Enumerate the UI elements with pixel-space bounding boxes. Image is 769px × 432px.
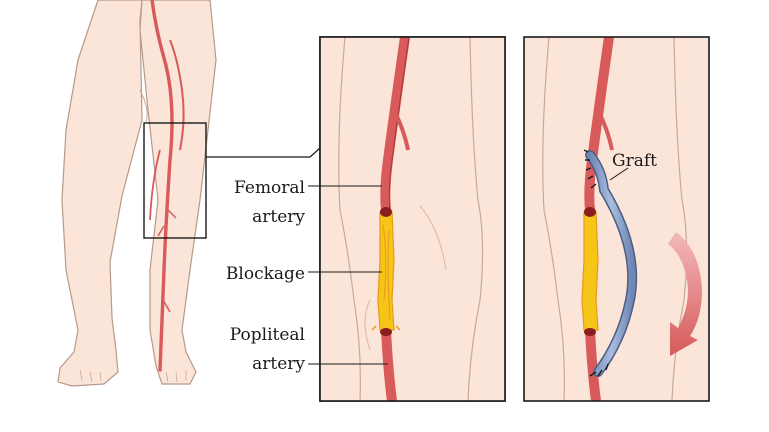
- panel-graft: [523, 36, 710, 402]
- femoral-artery: [380, 37, 410, 401]
- femoral-label-line1: Femoral: [234, 178, 305, 198]
- panel-blockage: [319, 36, 506, 402]
- popliteal-label-line2: artery: [252, 354, 305, 374]
- annotations: Femoral artery Blockage Popliteal artery…: [226, 151, 657, 374]
- popliteal-label-line1: Popliteal: [230, 325, 305, 345]
- graft-label: Graft: [612, 151, 657, 171]
- graft-leader: [609, 167, 629, 181]
- zoom-region-box: [143, 122, 207, 239]
- zoom-connector: [206, 147, 321, 158]
- leg-artery: [150, 0, 174, 372]
- leg-figure: [57, 0, 321, 387]
- blockage-label: Blockage: [226, 264, 305, 284]
- flow-direction-arrow-icon: [668, 232, 702, 356]
- femoral-label-line2: artery: [252, 207, 305, 227]
- left-leg: [57, 0, 143, 387]
- right-leg: [139, 0, 217, 385]
